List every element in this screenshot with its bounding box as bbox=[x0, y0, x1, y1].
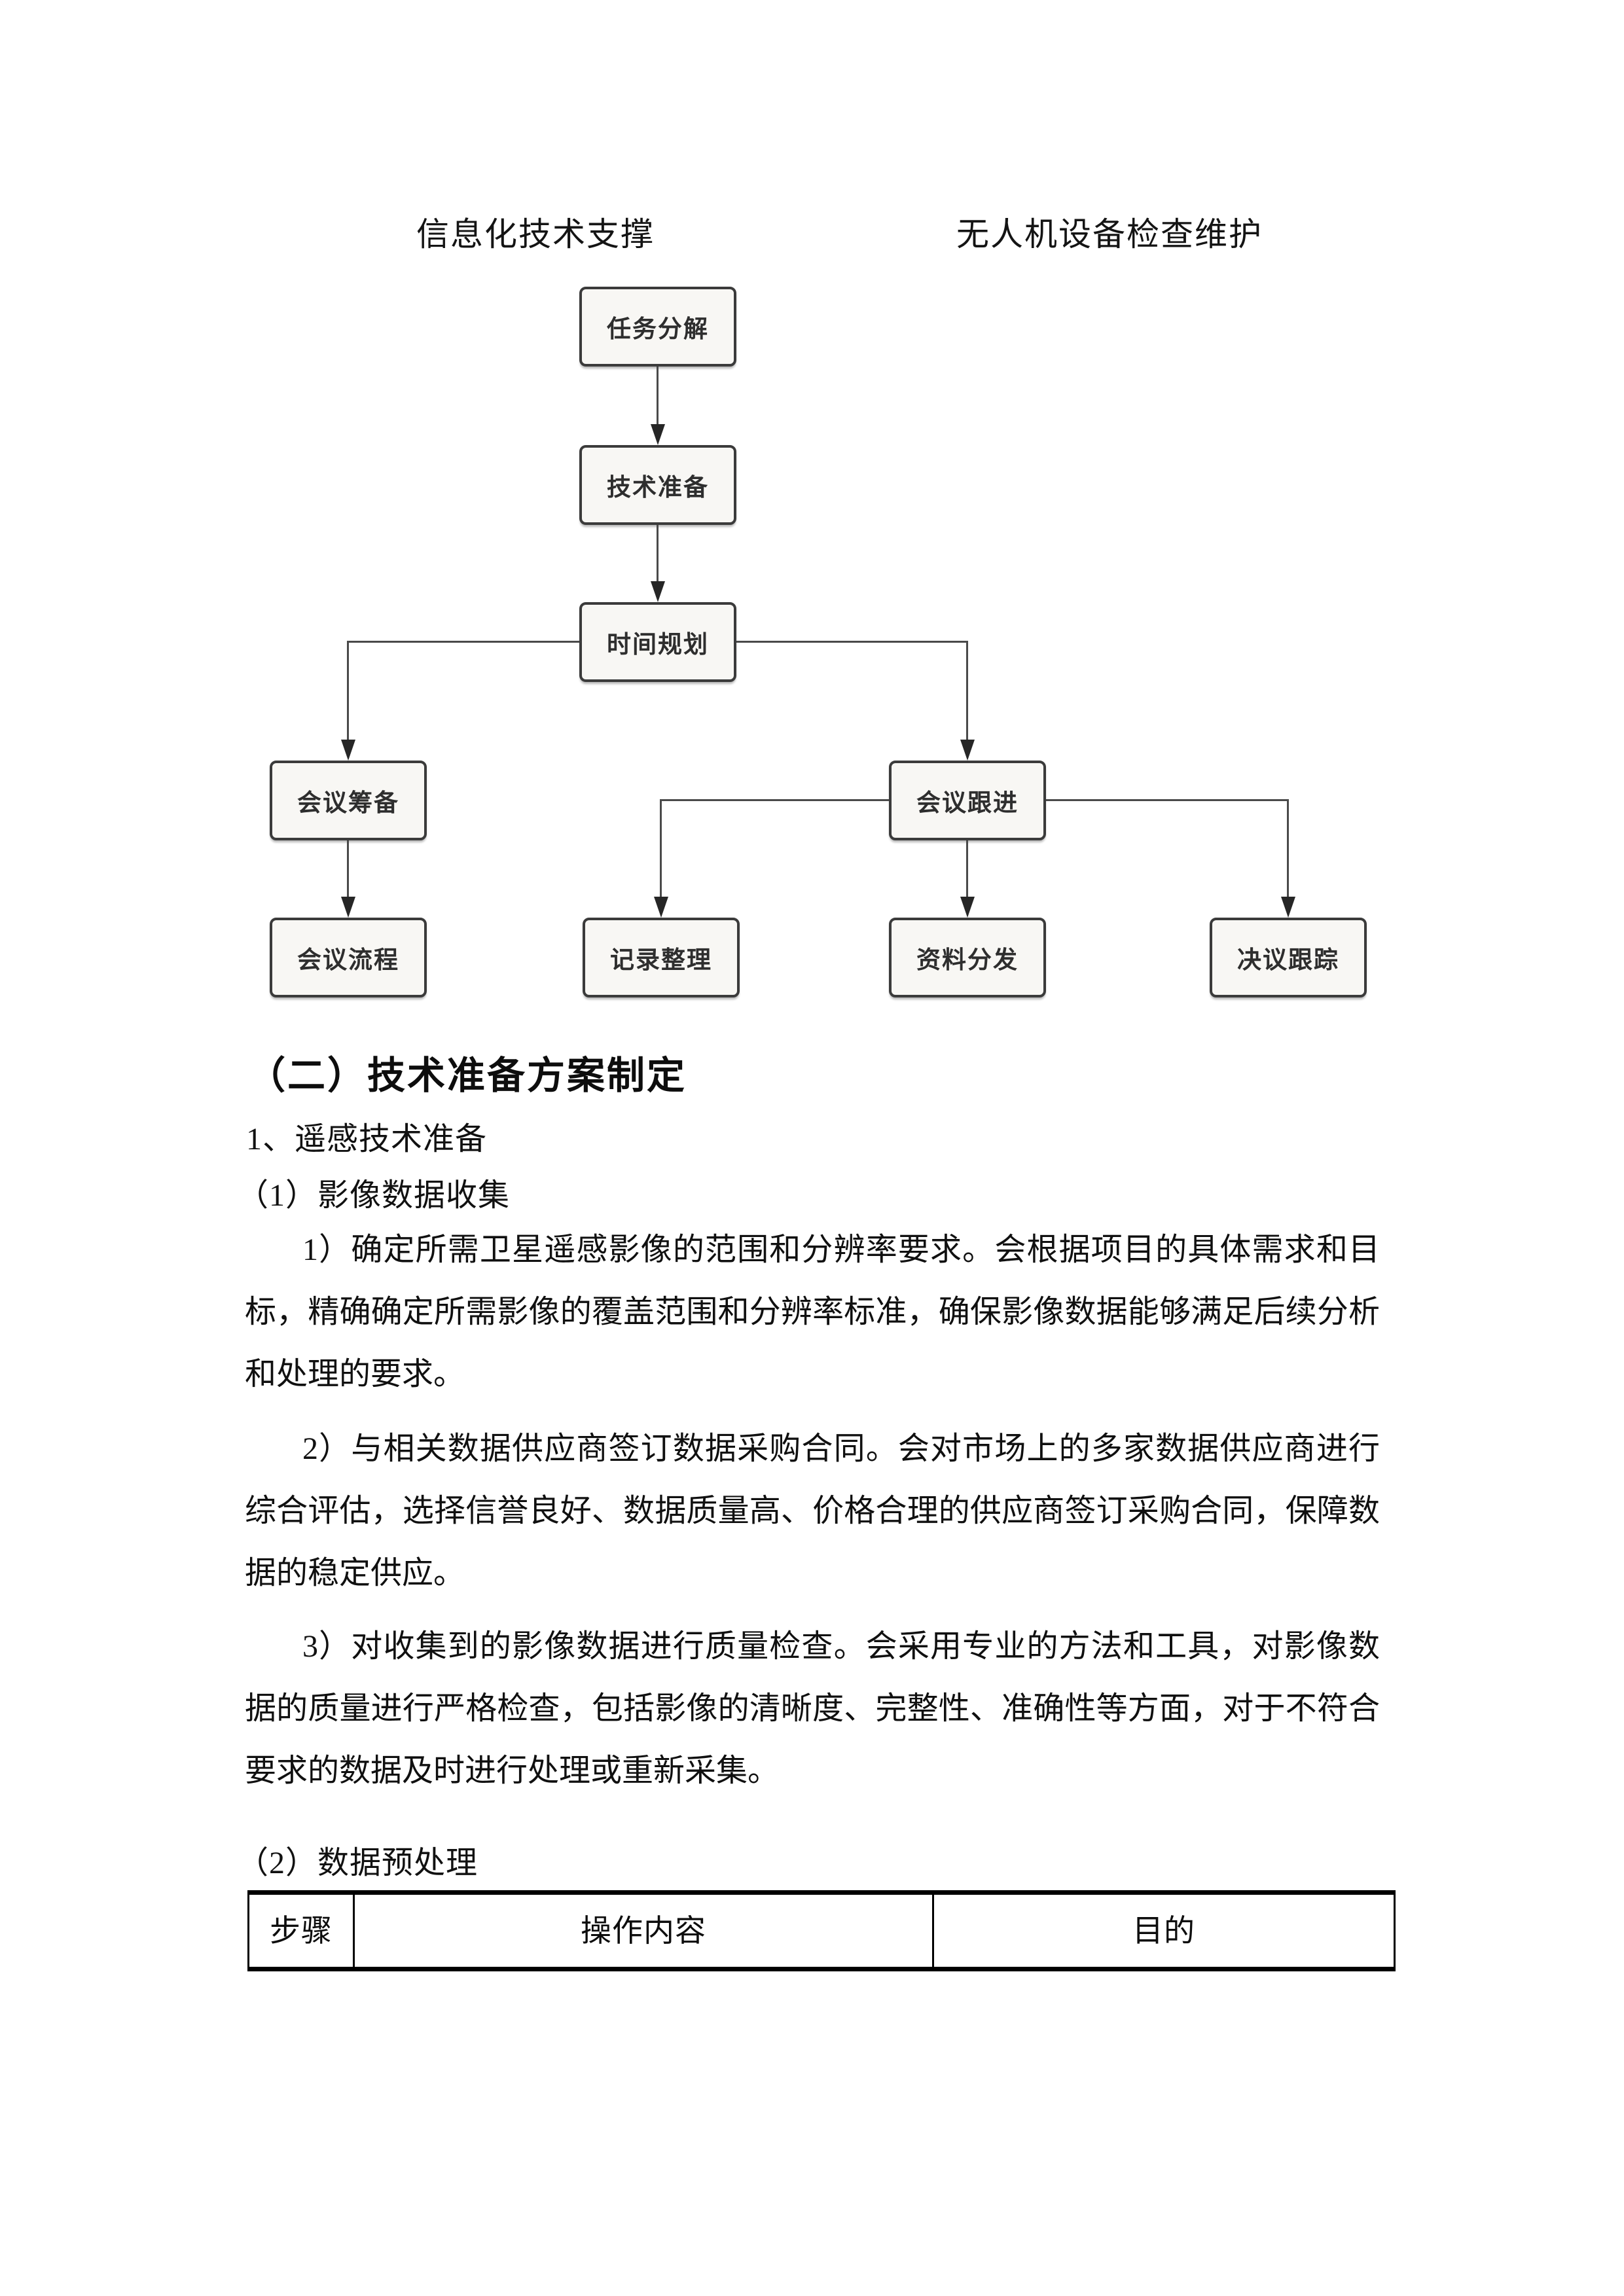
flow-node-resolution-tracking: 决议跟踪 bbox=[1210, 918, 1367, 997]
flow-node-material-distribution: 资料分发 bbox=[889, 918, 1046, 997]
paragraph-2: 2）与相关数据供应商签订数据采购合同。会对市场上的多家数据供应商进行综合评估，选… bbox=[245, 1431, 1380, 1590]
top-label-left: 信息化技术支撑 bbox=[416, 216, 655, 253]
arrow-down-icon bbox=[651, 424, 665, 445]
connector-line bbox=[347, 641, 349, 741]
arrow-down-icon bbox=[960, 740, 975, 761]
arrow-down-icon bbox=[960, 897, 975, 918]
data-table: 步骤 操作内容 目的 bbox=[247, 1890, 1396, 1971]
flow-node-meeting-process: 会议流程 bbox=[270, 918, 427, 997]
paragraph-1: 1）确定所需卫星遥感影像的范围和分辨率要求。会根据项目的具体需求和目标，精确确定… bbox=[245, 1232, 1380, 1391]
arrow-down-icon bbox=[341, 740, 355, 761]
item1-heading: （1）影像数据收集 bbox=[237, 1178, 511, 1213]
connector-line bbox=[348, 641, 579, 643]
connector-line bbox=[1046, 799, 1288, 801]
flow-node-record-organizing: 记录整理 bbox=[583, 918, 740, 997]
flow-node-tech-preparation: 技术准备 bbox=[579, 445, 736, 525]
section-heading: （二）技术准备方案制定 bbox=[247, 1054, 687, 1097]
flow-node-task-breakdown: 任务分解 bbox=[579, 287, 736, 367]
arrow-down-icon bbox=[341, 897, 355, 918]
flow-node-meeting-followup: 会议跟进 bbox=[889, 761, 1046, 840]
connector-line bbox=[661, 799, 889, 801]
subsection-heading: 1、遥感技术准备 bbox=[246, 1122, 488, 1157]
connector-line bbox=[966, 641, 968, 741]
connector-line bbox=[1287, 799, 1289, 898]
table-header-purpose: 目的 bbox=[1132, 1914, 1195, 1948]
table-header-operation: 操作内容 bbox=[355, 1895, 934, 1967]
top-label-right: 无人机设备检查维护 bbox=[956, 216, 1263, 253]
paragraph-3: 3）对收集到的影像数据进行质量检查。会采用专业的方法和工具，对影像数据的质量进行… bbox=[245, 1629, 1380, 1788]
flow-node-meeting-preparation: 会议筹备 bbox=[270, 761, 427, 840]
item2-heading: （2）数据预处理 bbox=[237, 1846, 478, 1880]
connector-line bbox=[657, 525, 659, 583]
arrow-down-icon bbox=[651, 581, 665, 602]
arrow-down-icon bbox=[654, 897, 668, 918]
flow-node-time-planning: 时间规划 bbox=[579, 602, 736, 682]
connector-line bbox=[736, 641, 967, 643]
connector-line bbox=[966, 840, 968, 898]
arrow-down-icon bbox=[1281, 897, 1295, 918]
connector-line bbox=[347, 840, 349, 898]
table-header-step: 步骤 bbox=[249, 1895, 355, 1967]
connector-line bbox=[660, 799, 662, 898]
connector-line bbox=[657, 367, 659, 427]
